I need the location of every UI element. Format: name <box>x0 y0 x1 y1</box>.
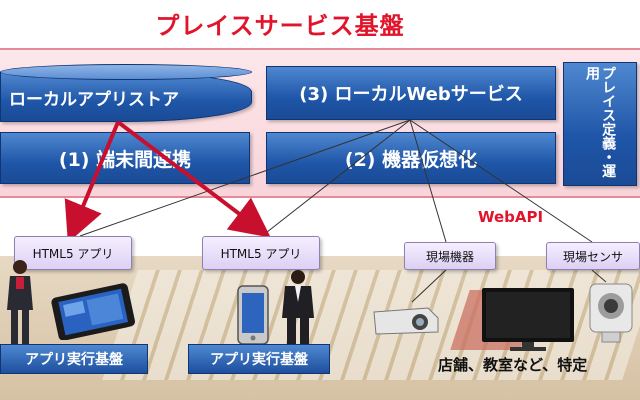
field-device-card: 現場機器 <box>404 242 496 270</box>
device-virtualization-box: (2) 機器仮想化 <box>266 132 556 184</box>
html5-app-card-1: HTML5 アプリ <box>14 236 132 270</box>
place-operations-box: プレイス定義・運用 <box>563 62 637 186</box>
device-link-label: (1) 端末間連携 <box>58 148 192 171</box>
local-app-store-label: ローカルアプリストア <box>9 89 179 110</box>
device-virtualization-label: (2) 機器仮想化 <box>344 148 478 171</box>
venue-caption: 店舗、教室など、特定 <box>438 356 588 374</box>
app-runtime-base-label-1: アプリ実行基盤 <box>25 352 123 368</box>
sensor-camera-icon <box>589 283 633 343</box>
app-runtime-base-label-2: アプリ実行基盤 <box>210 352 308 368</box>
local-web-service-label: (3) ローカルWebサービス <box>299 84 523 105</box>
html5-app-label-2: HTML5 アプリ <box>220 246 302 261</box>
projector-icon <box>373 307 439 335</box>
field-sensor-label: 現場センサ <box>562 249 623 264</box>
tablet-icon <box>51 283 135 340</box>
device-link-box: (1) 端末間連携 <box>0 132 250 184</box>
webapi-label: WebAPI <box>478 208 544 226</box>
smartphone-icon <box>237 285 269 345</box>
local-app-store-box: ローカルアプリストア <box>0 72 252 122</box>
app-runtime-base-1: アプリ実行基盤 <box>0 344 148 374</box>
html5-app-label-1: HTML5 アプリ <box>32 246 114 261</box>
television-icon <box>482 288 574 351</box>
woman-figure-icon <box>7 260 33 344</box>
field-device-label: 現場機器 <box>425 249 474 264</box>
local-web-service-box: (3) ローカルWebサービス <box>266 66 556 120</box>
app-store-cylinder-top <box>0 64 252 80</box>
page-title: プレイスサービス基盤 <box>155 12 405 40</box>
man-figure-icon <box>282 270 314 350</box>
field-sensor-card: 現場センサ <box>546 242 640 270</box>
html5-app-card-2: HTML5 アプリ <box>202 236 320 270</box>
place-operations-label: プレイス定義・運用 <box>584 66 617 178</box>
app-runtime-base-2: アプリ実行基盤 <box>188 344 330 374</box>
